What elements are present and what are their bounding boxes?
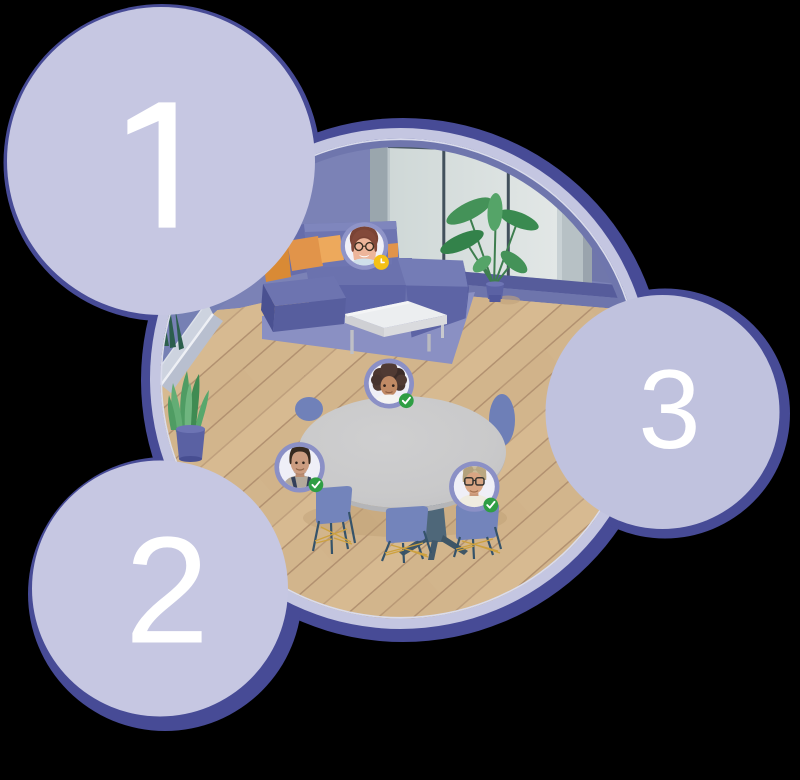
svg-text:3: 3: [638, 347, 700, 472]
svg-text:2: 2: [125, 506, 210, 676]
